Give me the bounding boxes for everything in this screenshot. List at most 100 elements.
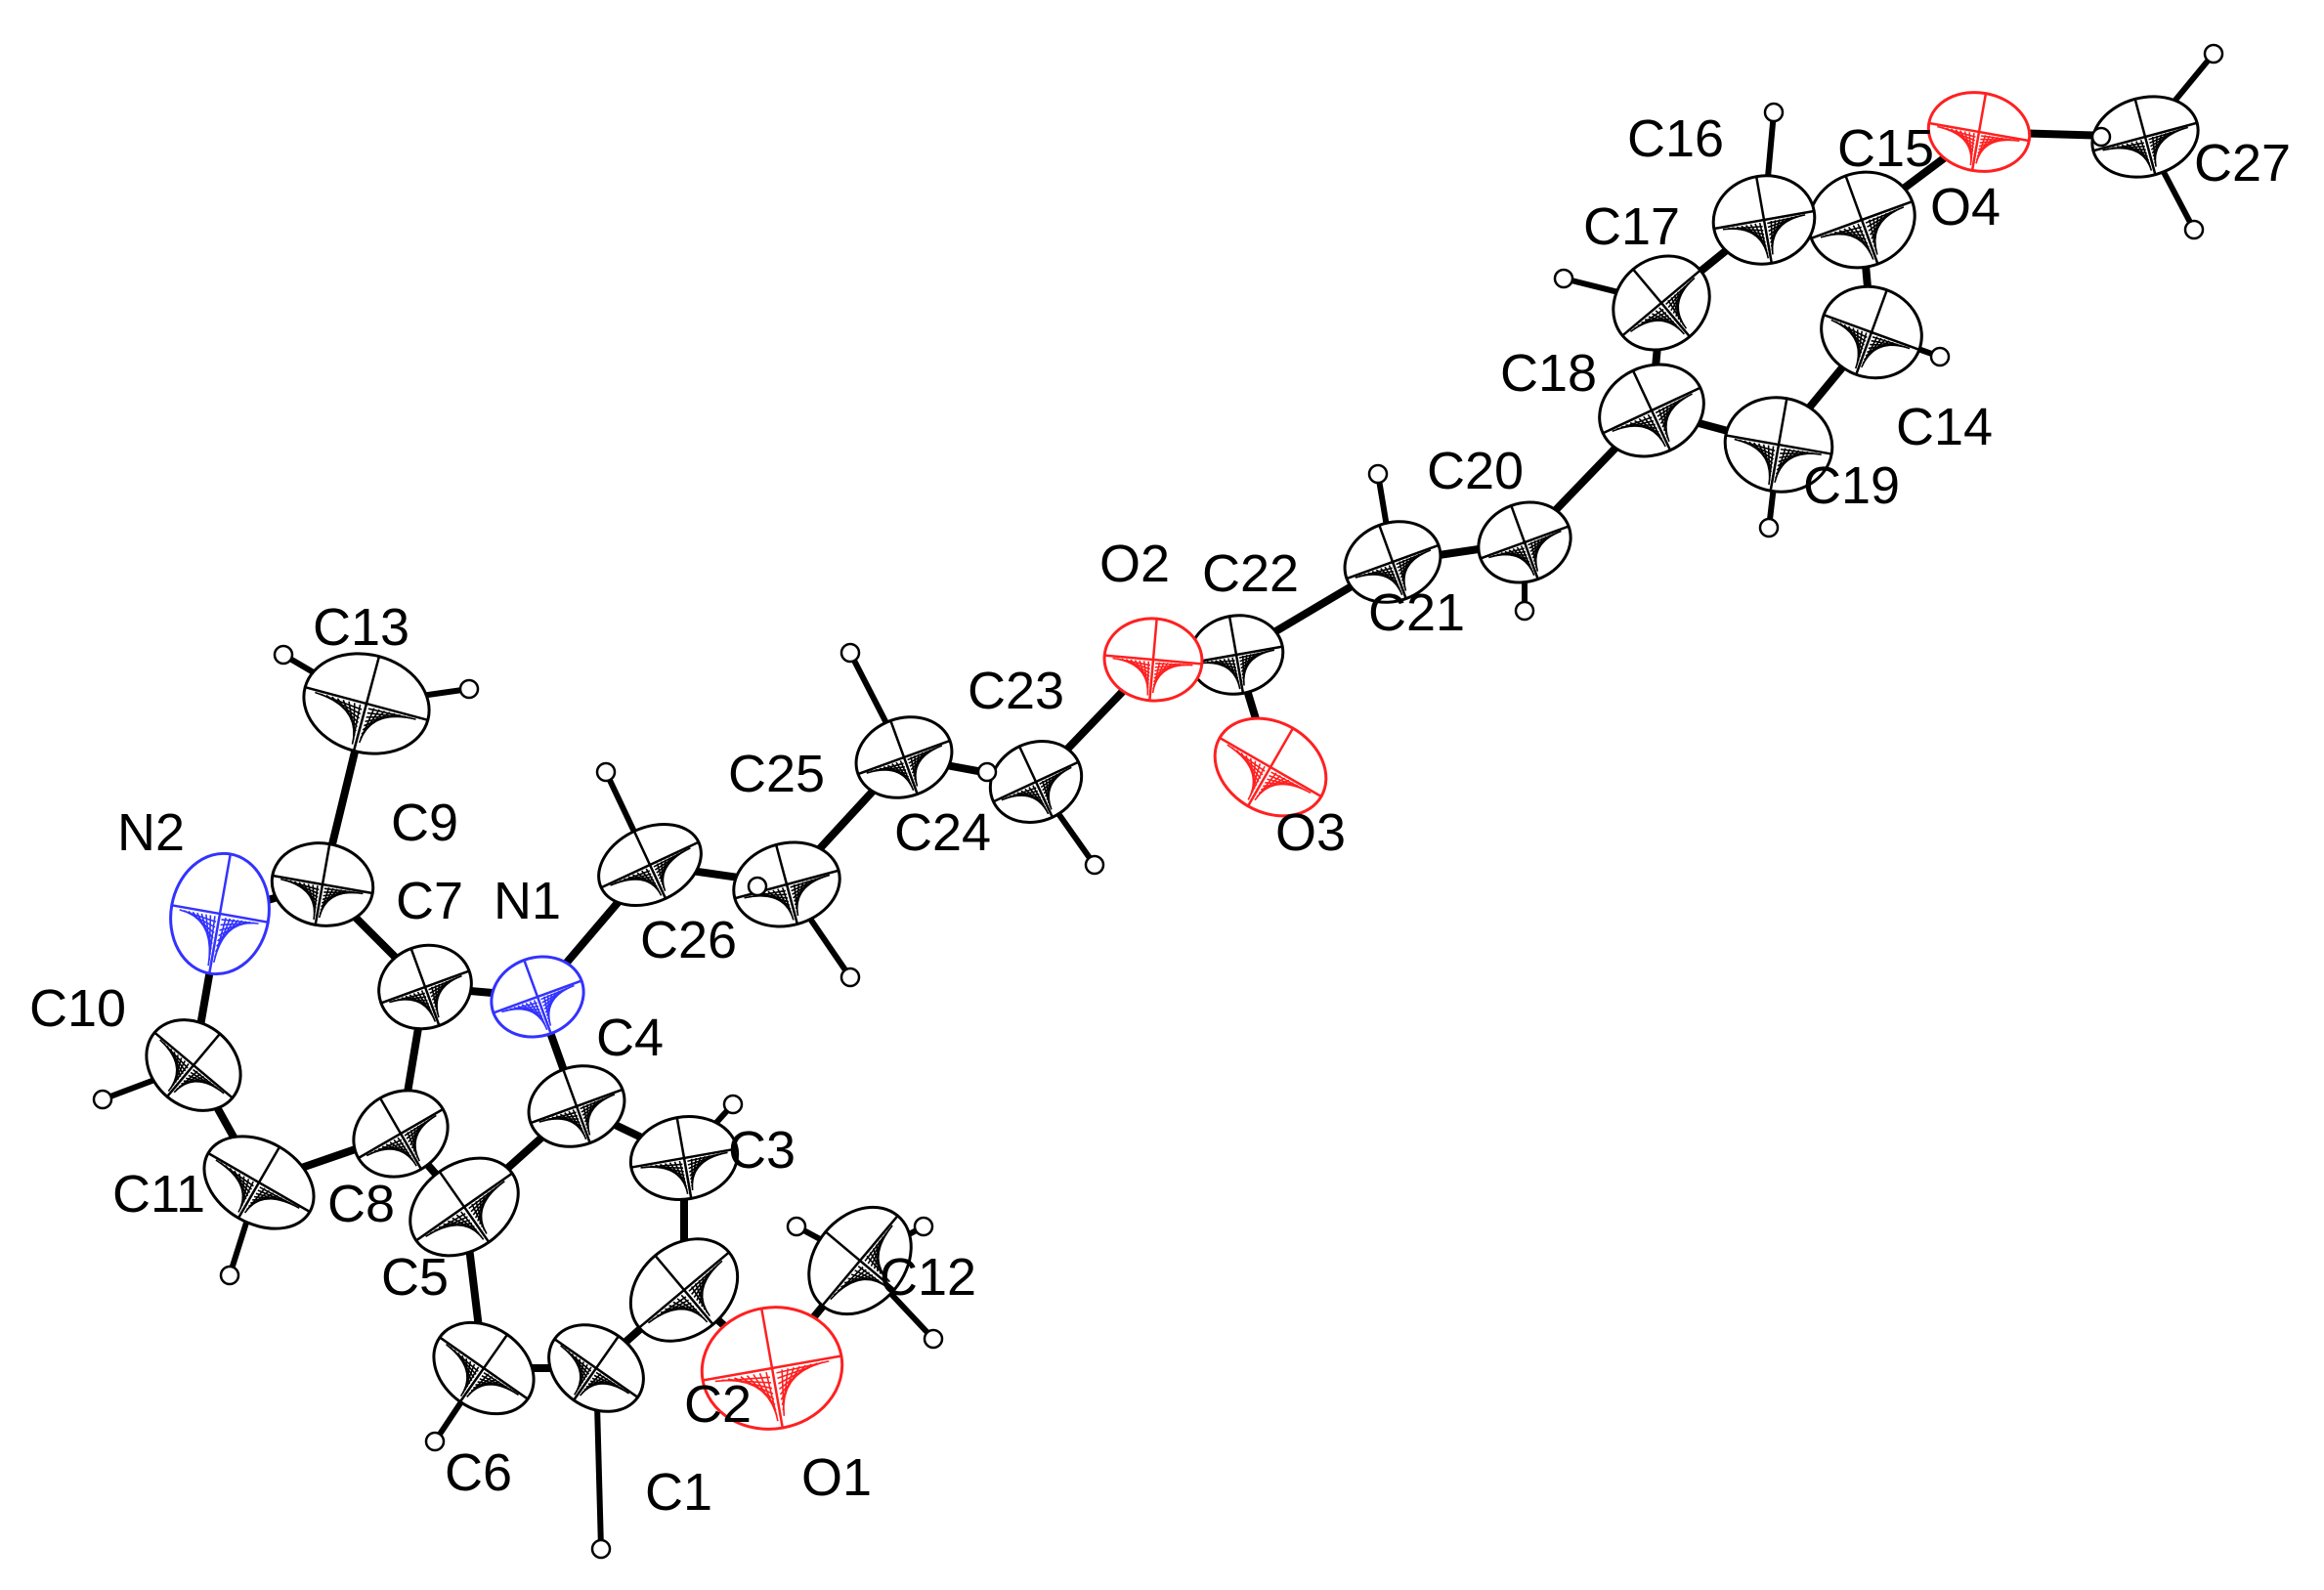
hydrogen-atom — [722, 1094, 744, 1115]
atom-c10 — [145, 1018, 242, 1112]
hydrogen-atom — [1758, 517, 1780, 538]
atom-c20 — [1477, 500, 1572, 584]
hydrogen-atom — [923, 1328, 944, 1350]
atom-c19 — [1723, 396, 1834, 494]
octant-hatch-c26 — [610, 847, 691, 896]
octant-hatch-c14 — [1830, 319, 1911, 369]
atom-o2 — [1102, 617, 1204, 703]
atom-label-c19: C19 — [1803, 456, 1900, 515]
atom-o1 — [700, 1306, 844, 1431]
hydrogen-atom — [839, 642, 861, 664]
octant-hatch-c16 — [1722, 214, 1806, 259]
octant-hatch-c22 — [1198, 649, 1275, 690]
octant-hatch-c6 — [445, 1343, 519, 1397]
octant-hatch-c17 — [1630, 277, 1696, 335]
octant-hatch-o3 — [1227, 744, 1312, 801]
octant-hatch-c18 — [1612, 393, 1693, 448]
atom-n1 — [490, 955, 585, 1039]
octant-hatch-c25 — [744, 874, 831, 921]
atom-label-o2: O2 — [1099, 535, 1170, 593]
octant-hatch-c27 — [2102, 126, 2189, 171]
atom-label-c25: C25 — [728, 745, 825, 803]
atom-c15 — [1807, 170, 1916, 270]
atom-label-c22: C22 — [1202, 544, 1299, 603]
atom-label-c13: C13 — [313, 598, 409, 657]
hydrogen-atom — [2183, 219, 2205, 240]
atom-label-c7: C7 — [396, 872, 463, 930]
hydrogen-atom — [2203, 43, 2224, 64]
atom-label-c11: C11 — [112, 1165, 205, 1224]
hydrogen-atom — [458, 678, 480, 700]
octant-hatch-c4 — [538, 1094, 616, 1140]
atom-c21 — [1343, 520, 1442, 604]
hydrogen-atom — [1553, 268, 1574, 289]
atom-c6 — [432, 1320, 536, 1416]
hydrogen-atom — [913, 1216, 934, 1237]
octant-hatch-c8 — [366, 1114, 437, 1167]
octant-hatch-c23 — [1001, 766, 1072, 815]
atom-label-c17: C17 — [1583, 197, 1680, 256]
octant-hatch-c3 — [640, 1151, 728, 1194]
octant-hatch-c12 — [830, 1225, 893, 1301]
atom-label-c2: C2 — [684, 1375, 752, 1434]
atom-label-c9: C9 — [391, 794, 458, 852]
hydrogen-atom — [92, 1089, 113, 1110]
atom-label-c10: C10 — [29, 979, 126, 1038]
atom-c4 — [527, 1064, 626, 1148]
atom-c18 — [1598, 363, 1705, 458]
atom-c22 — [1187, 614, 1285, 696]
atom-c2 — [628, 1237, 740, 1343]
octant-hatch-c9 — [280, 878, 364, 920]
atom-c1 — [547, 1323, 645, 1413]
atom-c12 — [807, 1205, 913, 1316]
octant-hatch-c13 — [315, 691, 416, 745]
atom-label-c6: C6 — [445, 1443, 512, 1502]
labels-layer: C1C2C3C4C5C6C7C8C9C10C11C12C13C14C15C16C… — [29, 109, 2291, 1522]
octant-hatch-o1 — [714, 1360, 830, 1422]
atom-o3 — [1213, 716, 1328, 818]
atom-c27 — [2090, 95, 2200, 179]
octant-hatch-o2 — [1112, 657, 1193, 696]
atoms-layer — [145, 91, 2200, 1431]
hydrogen-atom — [595, 761, 617, 783]
atom-label-c26: C26 — [640, 911, 737, 969]
atom-c26 — [597, 822, 703, 908]
hydrogen-atoms-layer — [92, 43, 2224, 1560]
atom-o4 — [1926, 91, 2032, 173]
hydrogen-atom — [273, 644, 294, 666]
atom-c7 — [377, 943, 473, 1031]
atom-n2 — [169, 851, 271, 976]
hydrogen-atom — [1763, 102, 1785, 123]
octant-hatch-n2 — [179, 909, 259, 967]
atom-label-c21: C21 — [1368, 583, 1465, 642]
hydrogen-atom — [2090, 126, 2112, 148]
atom-c25 — [732, 840, 841, 928]
hydrogen-atom — [786, 1216, 807, 1237]
hydrogen-atom — [1514, 600, 1535, 622]
octant-hatch-n1 — [501, 984, 575, 1031]
hydrogen-atom — [976, 761, 998, 783]
octant-hatch-c20 — [1488, 530, 1562, 577]
octant-hatch-c21 — [1355, 549, 1432, 596]
octant-hatch-c1 — [560, 1345, 630, 1397]
atom-label-c18: C18 — [1500, 344, 1597, 403]
hydrogen-atom — [1084, 854, 1105, 876]
atom-label-n1: N1 — [494, 872, 561, 930]
atom-label-c3: C3 — [728, 1121, 796, 1180]
octant-hatch-c10 — [159, 1039, 225, 1095]
atom-c16 — [1711, 174, 1817, 266]
atom-c17 — [1612, 254, 1711, 352]
atom-label-c20: C20 — [1427, 442, 1524, 500]
atom-label-c27: C27 — [2194, 134, 2291, 193]
atom-label-c23: C23 — [968, 662, 1064, 720]
atom-c24 — [854, 715, 954, 799]
atom-label-n2: N2 — [117, 803, 185, 862]
atom-label-c24: C24 — [894, 803, 991, 862]
octant-hatch-c7 — [389, 974, 462, 1022]
atom-label-c4: C4 — [596, 1009, 664, 1067]
hydrogen-atom — [1367, 463, 1389, 485]
octant-hatch-c2 — [647, 1260, 723, 1324]
atom-label-c5: C5 — [381, 1248, 449, 1307]
